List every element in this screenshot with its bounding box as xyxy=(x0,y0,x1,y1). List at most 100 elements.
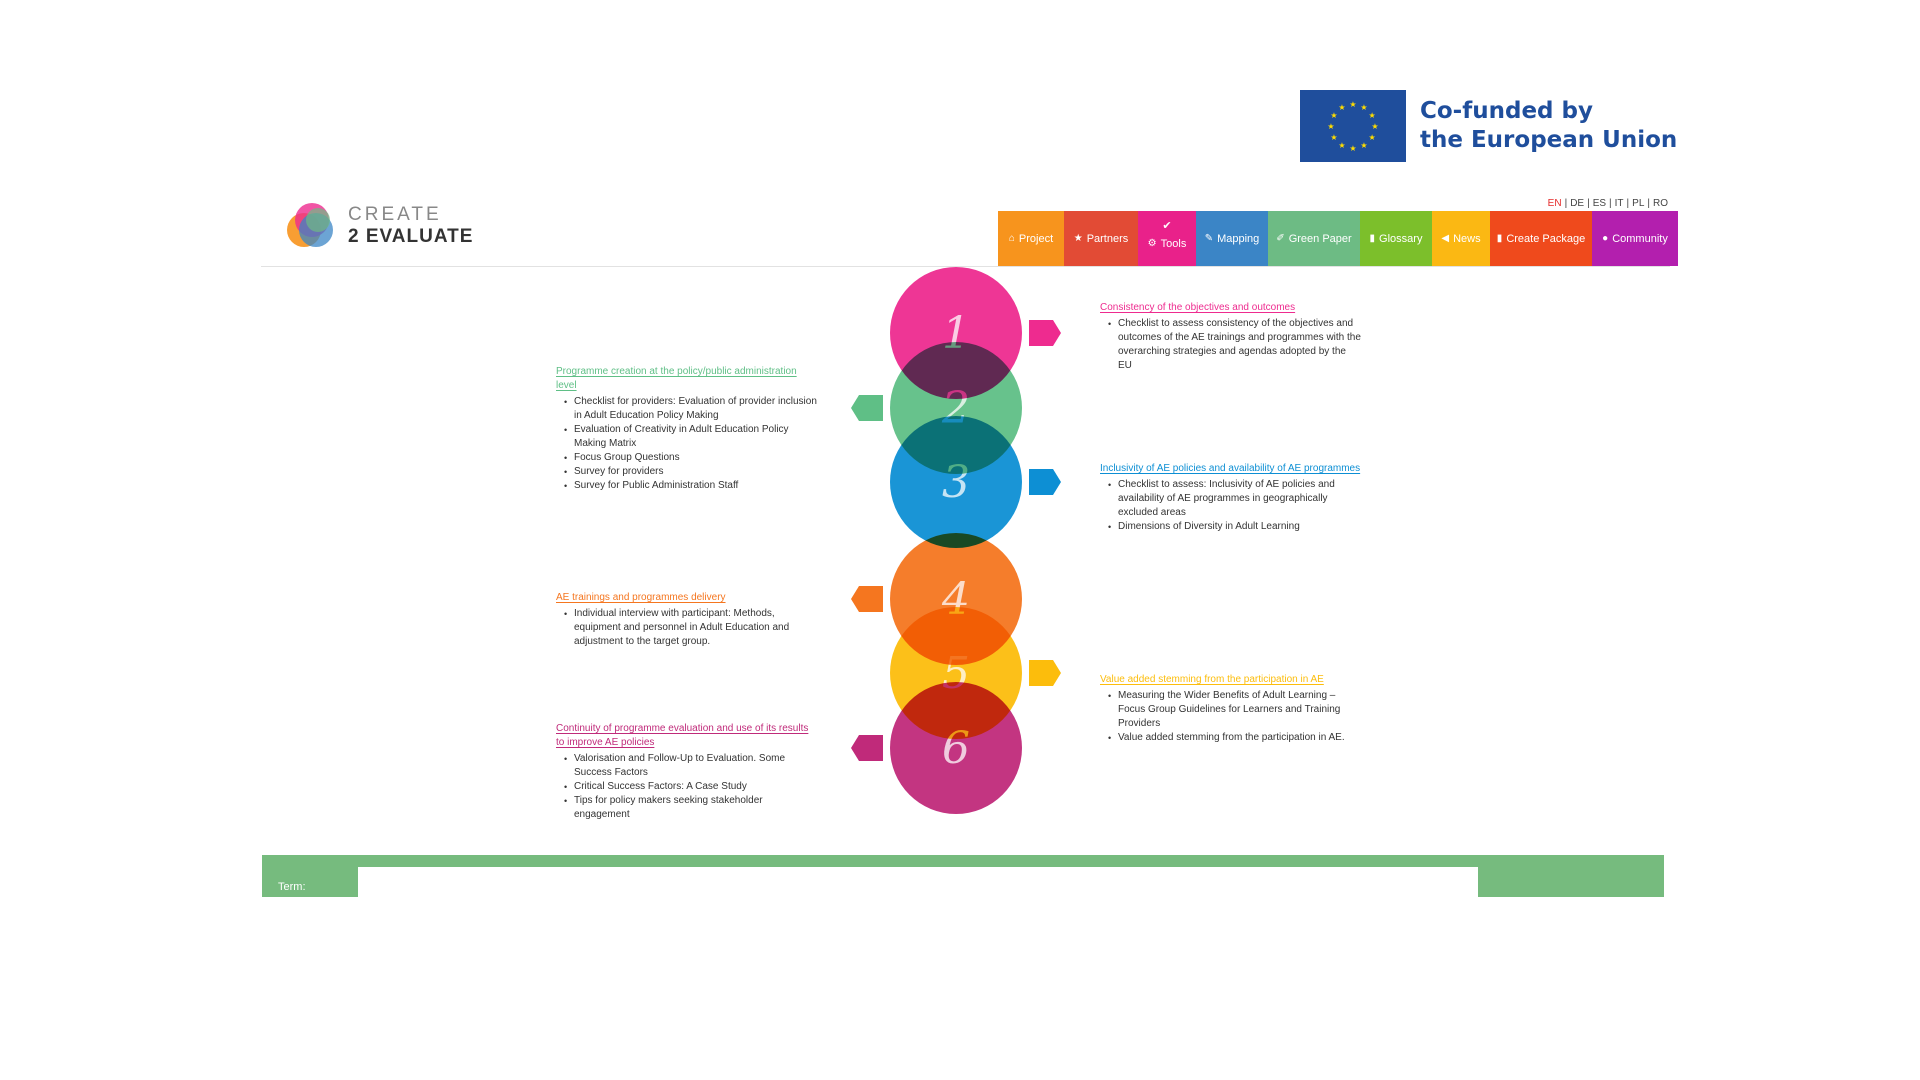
step-tools-list: Measuring the Wider Benefits of Adult Le… xyxy=(1100,689,1362,745)
svg-text:★: ★ xyxy=(1327,122,1334,131)
tool-link[interactable]: Evaluation of Creativity in Adult Educat… xyxy=(564,423,818,451)
star-icon: ★ xyxy=(1073,233,1083,244)
step-pointer-icon xyxy=(849,395,883,421)
svg-text:★: ★ xyxy=(1330,111,1337,120)
tool-link[interactable]: Survey for Public Administration Staff xyxy=(564,479,818,493)
step-block-5: Value added stemming from the participat… xyxy=(1100,673,1362,745)
svg-text:★: ★ xyxy=(1360,141,1367,150)
tool-link[interactable]: Checklist to assess consistency of the o… xyxy=(1108,317,1362,373)
site-logo[interactable]: CREATE 2 EVALUATE xyxy=(284,200,473,252)
step-circle-6[interactable]: 6 xyxy=(890,682,1022,814)
step-tools-list: Checklist for providers: Evaluation of p… xyxy=(556,395,818,493)
lang-pl[interactable]: PL xyxy=(1632,198,1645,209)
gear-icon: ⚙ xyxy=(1147,238,1157,249)
svg-text:★: ★ xyxy=(1368,111,1375,120)
nav-green-paper[interactable]: ✐Green Paper xyxy=(1268,211,1360,266)
lang-de[interactable]: DE xyxy=(1570,198,1585,209)
nav-label: Glossary xyxy=(1379,232,1423,245)
svg-text:★: ★ xyxy=(1368,133,1375,142)
lang-es[interactable]: ES xyxy=(1592,198,1607,209)
people-icon: ● xyxy=(1602,233,1609,244)
nav-partners[interactable]: ★Partners xyxy=(1064,211,1138,266)
term-search-bar: Term: xyxy=(262,855,1664,897)
brand-line2: 2 EVALUATE xyxy=(348,226,474,247)
step-number: 6 xyxy=(942,722,970,774)
tool-link[interactable]: Dimensions of Diversity in Adult Learnin… xyxy=(1108,520,1362,534)
nav-mapping[interactable]: ✎Mapping xyxy=(1196,211,1268,266)
nav-label: Project xyxy=(1018,232,1054,245)
step-circle-3[interactable]: 3 xyxy=(890,416,1022,548)
brand-line1: CREATE xyxy=(348,204,442,225)
active-check-icon: ✔ xyxy=(1162,220,1172,232)
eu-text-line2: the European Union xyxy=(1420,127,1678,153)
term-input[interactable] xyxy=(358,867,1478,897)
tool-link[interactable]: Focus Group Questions xyxy=(564,451,818,465)
svg-text:★: ★ xyxy=(1338,103,1345,112)
step-tools-list: Individual interview with participant: M… xyxy=(556,607,818,649)
lang-ro[interactable]: RO xyxy=(1653,198,1668,209)
tool-link[interactable]: Critical Success Factors: A Case Study xyxy=(564,780,818,794)
nav-label: News xyxy=(1453,232,1481,245)
step-block-2: Programme creation at the policy/public … xyxy=(556,365,818,493)
step-title-link[interactable]: Value added stemming from the participat… xyxy=(1100,674,1324,685)
svg-text:★: ★ xyxy=(1338,141,1345,150)
svg-text:★: ★ xyxy=(1349,100,1356,109)
svg-text:★: ★ xyxy=(1371,122,1378,131)
step-tools-list: Checklist to assess consistency of the o… xyxy=(1100,317,1362,373)
step-pointer-icon xyxy=(849,735,883,761)
step-tools-list: Valorisation and Follow-Up to Evaluation… xyxy=(556,752,818,822)
tool-link[interactable]: Survey for providers xyxy=(564,465,818,479)
nav-project[interactable]: ⌂Project xyxy=(998,211,1064,266)
tool-link[interactable]: Valorisation and Follow-Up to Evaluation… xyxy=(564,752,818,780)
tool-link[interactable]: Value added stemming from the participat… xyxy=(1108,731,1362,745)
brand-circles-icon xyxy=(284,200,340,252)
map-icon: ✎ xyxy=(1204,233,1214,244)
step-title-link[interactable]: AE trainings and programmes delivery xyxy=(556,592,726,603)
bookmark-icon: ▮ xyxy=(1496,233,1503,244)
megaphone-icon: ◀ xyxy=(1441,233,1450,244)
step-pointer-icon xyxy=(849,586,883,612)
tool-link[interactable]: Checklist for providers: Evaluation of p… xyxy=(564,395,818,423)
step-block-3: Inclusivity of AE policies and availabil… xyxy=(1100,462,1362,534)
svg-text:★: ★ xyxy=(1360,103,1367,112)
tool-link[interactable]: Individual interview with participant: M… xyxy=(564,607,818,649)
svg-text:★: ★ xyxy=(1330,133,1337,142)
lang-en[interactable]: EN xyxy=(1547,198,1562,209)
book-icon: ▮ xyxy=(1369,233,1376,244)
lang-it[interactable]: IT xyxy=(1614,198,1624,209)
lang-separator: | xyxy=(1647,198,1650,209)
step-block-1: Consistency of the objectives and outcom… xyxy=(1100,301,1362,373)
eu-text-line1: Co-funded by xyxy=(1420,98,1593,124)
step-number: 3 xyxy=(942,456,970,508)
nav-label: Green Paper xyxy=(1288,232,1352,245)
step-block-6: Continuity of programme evaluation and u… xyxy=(556,722,818,822)
step-block-4: AE trainings and programmes deliveryIndi… xyxy=(556,591,818,649)
step-title-link[interactable]: Consistency of the objectives and outcom… xyxy=(1100,302,1296,313)
nav-news[interactable]: ◀News xyxy=(1432,211,1490,266)
nav-community[interactable]: ●Community xyxy=(1592,211,1678,266)
lang-separator: | xyxy=(1564,198,1568,209)
step-pointer-icon xyxy=(1029,320,1063,346)
nav-label: Mapping xyxy=(1217,232,1260,245)
lang-separator: | xyxy=(1626,198,1630,209)
main-nav: ⌂Project★Partners✔⚙Tools✎Mapping✐Green P… xyxy=(998,211,1678,266)
step-pointer-icon xyxy=(1029,660,1063,686)
leaf-icon: ✐ xyxy=(1276,233,1285,244)
tool-link[interactable]: Checklist to assess: Inclusivity of AE p… xyxy=(1108,478,1362,520)
nav-label: Create Package xyxy=(1506,232,1586,245)
nav-tools[interactable]: ✔⚙Tools xyxy=(1138,211,1196,266)
step-title-link[interactable]: Programme creation at the policy/public … xyxy=(556,366,797,391)
tool-link[interactable]: Measuring the Wider Benefits of Adult Le… xyxy=(1108,689,1362,731)
nav-label: Partners xyxy=(1086,232,1129,245)
language-switcher: EN|DE|ES|IT|PL|RO xyxy=(1545,198,1668,209)
step-title-link[interactable]: Continuity of programme evaluation and u… xyxy=(556,723,809,748)
nav-glossary[interactable]: ▮Glossary xyxy=(1360,211,1432,266)
header-divider xyxy=(261,266,1670,267)
eu-flag-icon: ★★★★★★★★★★★★ xyxy=(1300,90,1406,162)
step-tools-list: Checklist to assess: Inclusivity of AE p… xyxy=(1100,478,1362,534)
step-title-link[interactable]: Inclusivity of AE policies and availabil… xyxy=(1100,463,1361,474)
nav-label: Community xyxy=(1612,232,1668,245)
tool-link[interactable]: Tips for policy makers seeking stakehold… xyxy=(564,794,818,822)
nav-create-package[interactable]: ▮Create Package xyxy=(1490,211,1592,266)
svg-text:★: ★ xyxy=(1349,144,1356,153)
